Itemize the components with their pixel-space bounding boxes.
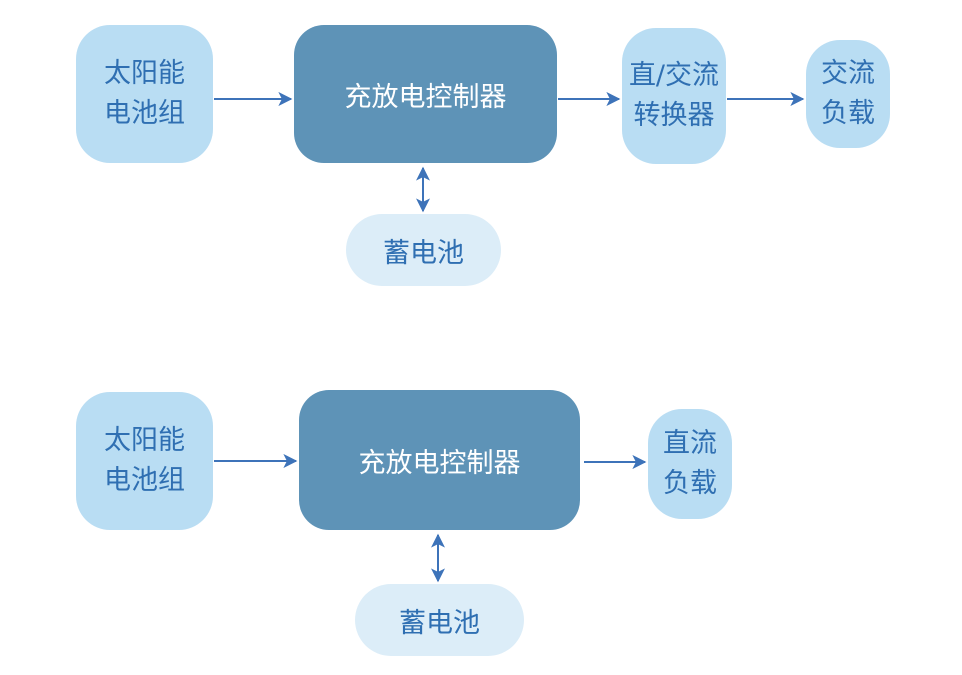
- dc-load-node: 直流 负载: [648, 409, 732, 519]
- charge-controller-node-1: 充放电控制器: [294, 25, 557, 163]
- battery-node-1: 蓄电池: [346, 214, 501, 286]
- solar-panel-node-1: 太阳能 电池组: [76, 25, 213, 163]
- battery-node-2: 蓄电池: [355, 584, 524, 656]
- ac-load-node: 交流 负载: [806, 40, 890, 148]
- inverter-node: 直/交流 转换器: [622, 28, 726, 164]
- charge-controller-node-2: 充放电控制器: [299, 390, 580, 530]
- solar-panel-node-2: 太阳能 电池组: [76, 392, 213, 530]
